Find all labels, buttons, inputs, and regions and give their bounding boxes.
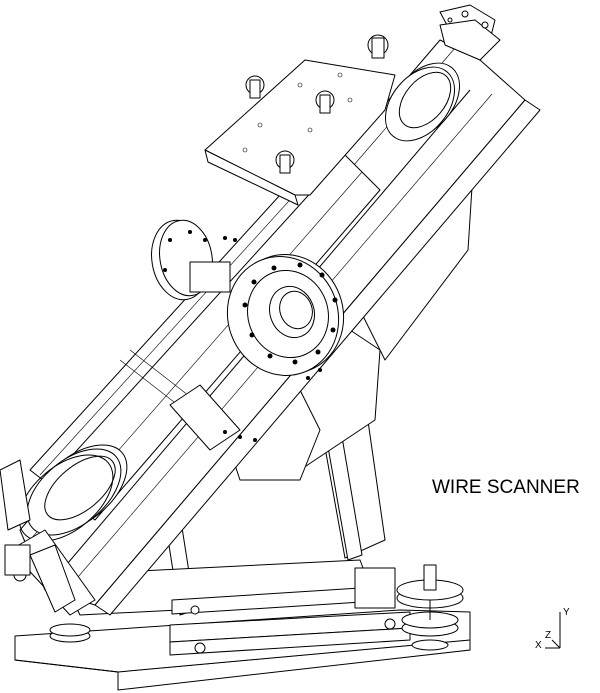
- rail-details: [119, 349, 322, 451]
- upper-mount-plate: [204, 34, 396, 206]
- lower-flange: [18, 444, 128, 542]
- upper-flange: [385, 62, 460, 142]
- axis-y-label: Y: [563, 607, 570, 618]
- cross-bar-lower: [169, 587, 411, 656]
- axis-triad: [545, 612, 561, 649]
- feet: [49, 623, 449, 651]
- central-flange: [226, 254, 345, 376]
- title-label: WIRE SCANNER: [432, 477, 580, 498]
- axis-z-label: Z: [545, 630, 552, 641]
- axis-x-label: X: [535, 640, 542, 651]
- left-disk: [151, 219, 237, 301]
- linkage-wheel: [354, 564, 464, 637]
- lower-drive: [0, 459, 96, 616]
- top-cap: [439, 4, 501, 61]
